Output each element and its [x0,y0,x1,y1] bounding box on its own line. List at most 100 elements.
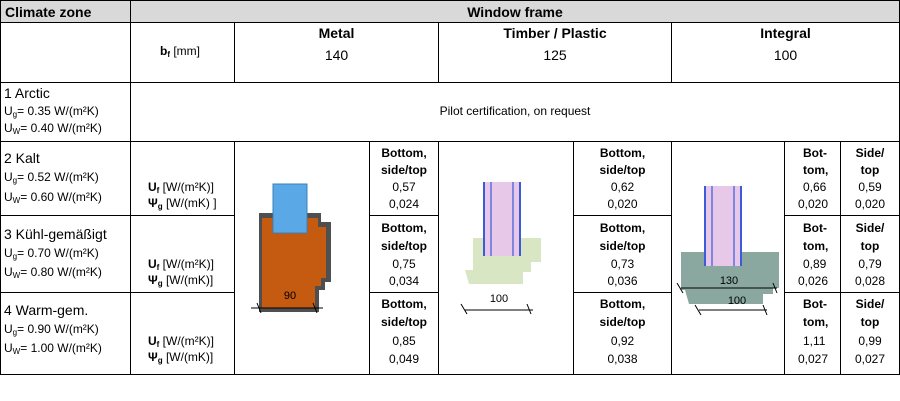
zone-name: 4 Warm-gem. [4,302,89,318]
timber-dimension-label: 100 [490,293,508,305]
uf-unit-label: Uf [W/(m²K)] [148,334,214,349]
grid-line [369,141,370,375]
uf-value: 0,59 [858,180,882,194]
grid-line [0,141,900,142]
uf-value: 0,66 [803,180,827,194]
uf-value: 0,79 [858,257,882,271]
grid-line [0,374,900,375]
zone-uw: UW= 0.40 W/(m²K) [4,121,102,136]
value-header: tom, [803,239,829,253]
zone-name: 3 Kühl-gemäßigt [4,226,107,242]
psi-value: 0,020 [854,197,886,211]
grid-line [369,215,438,216]
psi-unit-label: Ψg [W/(mK)] [148,350,214,365]
value-header: Bot- [803,146,827,160]
value-header: top [860,163,880,177]
zone-ug: Ug= 0.90 W/(m²K) [4,322,99,337]
grid-line [438,22,439,82]
psi-value: 0,049 [388,352,420,366]
grid-line [784,141,785,375]
zone-uw: UW= 0.60 W/(m²K) [4,190,102,205]
value-header: Bot- [803,221,827,235]
value-header: tom, [803,163,829,177]
uf-value: 0,99 [858,334,882,348]
value-header: Bottom, [381,221,427,235]
value-header: Bottom, [599,297,646,311]
grid-line [573,292,671,293]
metal-dimension-label: 90 [284,290,296,302]
frame-name-metal: Metal [318,25,355,41]
uf-value: 1,11 [803,334,826,348]
psi-unit-label: Ψg [W/(mK)] [148,273,214,288]
uf-value: 0,73 [610,257,635,271]
zone-uw: UW= 0.80 W/(m²K) [4,265,102,280]
integral-dimension-label-bottom: 100 [728,295,746,307]
frame-bf-timber: 125 [543,47,567,63]
psi-value: 0,027 [798,352,829,366]
zone-name: 2 Kalt [4,150,40,166]
grid-line [784,215,899,216]
zone-uw: UW= 1.00 W/(m²K) [4,341,102,356]
grid-line [0,0,1,375]
metal-frame-diagram: 90 [251,183,331,314]
frame-name-integral: Integral [760,25,811,41]
psi-value: 0,027 [854,352,886,366]
grid-line [573,141,574,375]
grid-line [840,141,841,375]
grid-line [369,292,438,293]
value-header: Side/ [855,146,885,160]
zone-ug: Ug= 0.70 W/(m²K) [4,246,99,261]
value-header: side/top [599,315,646,329]
uf-value: 0,75 [392,257,416,271]
value-header: Bottom, [599,221,646,235]
window-frame-header: Window frame [467,4,563,20]
pilot-certification-note: Pilot certification, on request [439,104,591,118]
grid-line [671,141,672,375]
uf-value: 0,62 [610,180,635,194]
psi-value: 0,036 [607,274,638,288]
value-header: Bot- [803,297,827,311]
value-header: side/top [599,239,646,253]
value-header: top [860,315,880,329]
grid-line [0,292,234,293]
grid-line [0,22,900,23]
psi-value: 0,026 [798,274,829,288]
grid-line [0,82,900,83]
integral-dimension-label-top: 130 [720,275,738,287]
grid-line [0,0,900,1]
uf-unit-label: Uf [W/(m²K)] [148,180,214,195]
zone-ug: Ug= 0.52 W/(m²K) [4,170,99,185]
value-header: Side/ [855,221,885,235]
grid-line [0,215,234,216]
grid-line [130,0,131,375]
uf-value: 0,57 [392,180,416,194]
uf-value: 0,89 [803,257,827,271]
value-header: tom, [803,315,829,329]
zone-name: 1 Arctic [4,85,50,101]
grid-line [784,292,899,293]
value-header: Side/ [855,297,885,311]
psi-value: 0,024 [388,197,420,211]
grid-line [234,141,235,375]
frame-bf-integral: 100 [773,47,798,63]
uf-value: 0,92 [610,334,635,348]
grid-line [671,22,672,82]
value-header: side/top [380,315,427,329]
psi-value: 0,020 [798,197,829,211]
psi-value: 0,020 [607,197,638,211]
bf-label: bf [mm] [160,44,201,59]
grid-line [234,22,235,82]
grid-line [573,215,671,216]
integral-frame-diagram: 130 100 [676,186,779,316]
value-header: side/top [380,163,427,177]
zone-ug: Ug= 0.35 W/(m²K) [4,104,99,119]
psi-unit-label: Ψg [W/(mK) ] [148,196,217,211]
value-header: Bottom, [599,146,646,160]
value-header: top [860,239,880,253]
psi-value: 0,038 [607,352,638,366]
uf-value: 0,85 [392,334,416,348]
value-header: side/top [380,239,427,253]
frame-bf-metal: 140 [324,47,349,63]
timber-frame-diagram: 100 [460,182,541,315]
